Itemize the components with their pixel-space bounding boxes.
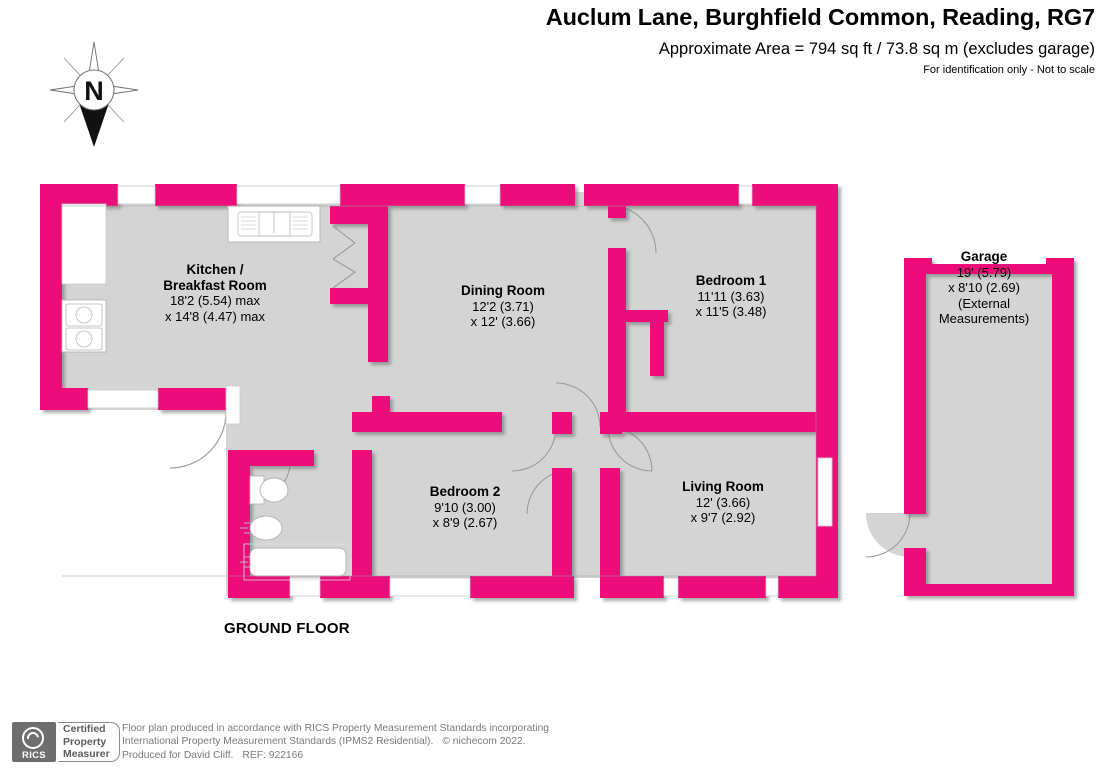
- rics-logo-icon: RICS: [12, 722, 56, 762]
- produced-for: Produced for David Cliff.: [122, 749, 234, 761]
- footer-disclaimer-text: Floor plan produced in accordance with R…: [122, 722, 882, 762]
- reference-number: REF: 922166: [242, 749, 304, 761]
- plan-header: Auclum Lane, Burghfield Common, Reading,…: [0, 0, 1099, 90]
- room-dimension-1: 11'11 (3.63): [697, 288, 765, 304]
- room-name: Dining Room: [461, 283, 545, 298]
- page-title: Auclum Lane, Burghfield Common, Reading,…: [545, 4, 1095, 30]
- approximate-area-text: Approximate Area = 794 sq ft / 73.8 sq m…: [658, 40, 1095, 58]
- rics-circle-icon: [22, 727, 44, 749]
- room-dimension-4: Measurements): [938, 311, 1030, 326]
- room-dimension-1: 9'10 (3.00): [434, 499, 496, 515]
- room-dimension-2: x 11'5 (3.48): [695, 304, 767, 319]
- room-dimension-2: x 8'10 (2.69): [948, 280, 1020, 295]
- room-name: Bedroom 2: [429, 484, 501, 499]
- room-dimension-3: (External: [957, 295, 1011, 311]
- footer-line-3: Produced for David Cliff. REF: 922166: [122, 749, 882, 762]
- room-label-bedroom2: Bedroom 2 9'10 (3.00) x 8'9 (2.67): [375, 484, 555, 531]
- room-name: Kitchen /: [186, 262, 244, 277]
- footer-line-1: Floor plan produced in accordance with R…: [122, 723, 549, 734]
- rics-certified-badge: RICS Certified Property Measurer: [12, 722, 120, 762]
- badge-line-3: Measurer: [63, 748, 110, 761]
- room-outlines: [62, 205, 817, 577]
- room-label-bedroom1: Bedroom 1 11'11 (3.63) x 11'5 (3.48): [641, 273, 821, 320]
- room-dimension-2: x 8'9 (2.67): [432, 515, 498, 530]
- disclaimer-text: For identification only - Not to scale: [923, 64, 1095, 76]
- certified-property-measurer-label: Certified Property Measurer: [58, 722, 120, 762]
- room-dimension-1: 12' (3.66): [695, 494, 751, 510]
- room-name-line2: Breakfast Room: [163, 277, 267, 293]
- compass-rose-icon: N: [48, 40, 140, 150]
- compass-north-label: N: [84, 76, 104, 106]
- room-name: Bedroom 1: [695, 273, 767, 288]
- kitchen-fixtures: [61, 205, 321, 353]
- bathroom-fixtures: [240, 475, 351, 581]
- floor-level-caption: GROUND FLOOR: [224, 620, 350, 637]
- room-label-living: Living Room 12' (3.66) x 9'7 (2.92): [633, 479, 813, 526]
- windows: [61, 185, 833, 597]
- badge-line-2: Property: [63, 735, 107, 748]
- footer-line-2: International Property Measurement Stand…: [122, 735, 882, 748]
- room-dimension-2: x 9'7 (2.92): [690, 510, 756, 525]
- room-dimension-2: x 14'8 (4.47) max: [164, 308, 266, 324]
- badge-line-1: Certified: [63, 723, 106, 735]
- room-label-dining: Dining Room 12'2 (3.71) x 12' (3.66): [413, 283, 593, 330]
- rics-wordmark: RICS: [22, 750, 46, 761]
- room-label-kitchen: Kitchen / Breakfast Room 18'2 (5.54) max…: [125, 262, 305, 324]
- footer-line-2a: International Property Measurement Stand…: [122, 736, 434, 748]
- plan-footer: RICS Certified Property Measurer Floor p…: [0, 714, 1099, 768]
- room-dimension-1: 18'2 (5.54) max: [170, 293, 260, 308]
- wall-structure: [40, 184, 1074, 598]
- room-dimension-2: x 12' (3.66): [470, 314, 536, 329]
- room-label-garage: Garage 19' (5.79) x 8'10 (2.69) (Externa…: [894, 249, 1074, 327]
- room-dimension-1: 12'2 (3.71): [472, 298, 534, 314]
- room-dimension-1: 19' (5.79): [956, 264, 1012, 280]
- room-name: Garage: [960, 249, 1008, 264]
- room-name: Living Room: [682, 479, 764, 494]
- copyright-notice: © nichecom 2022.: [442, 736, 526, 748]
